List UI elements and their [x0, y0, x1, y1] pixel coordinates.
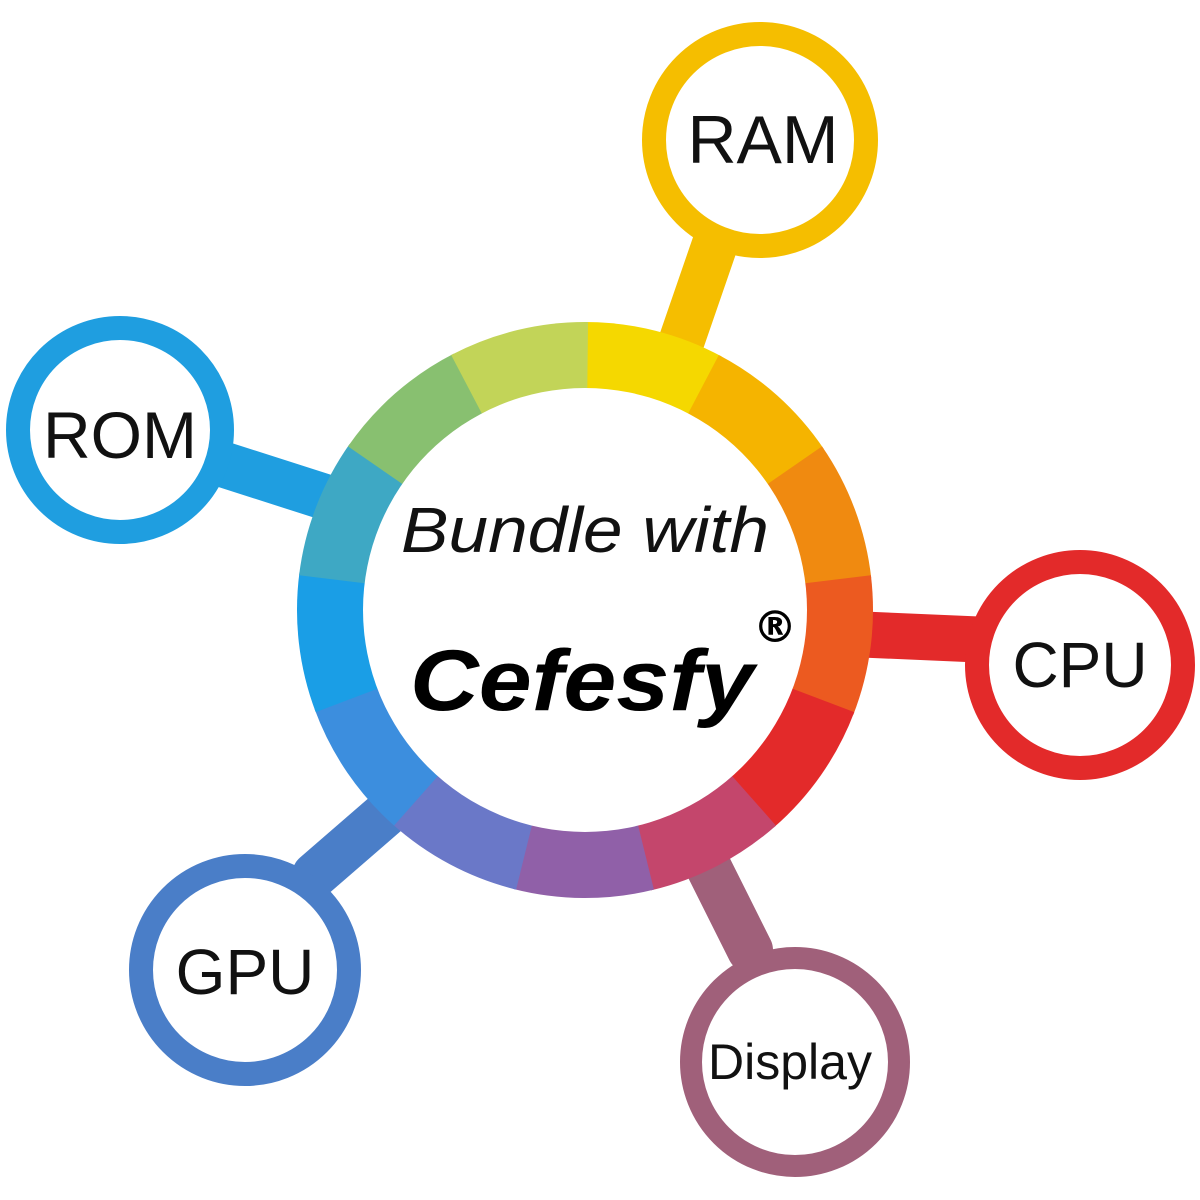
connector-display: [682, 837, 773, 973]
node-cpu-label: CPU: [1012, 629, 1147, 701]
connector-gpu: [292, 787, 413, 898]
node-display-label: Display: [708, 1034, 872, 1090]
node-cpu-circle: [965, 550, 1195, 780]
node-cpu: CPU: [965, 550, 1195, 780]
node-ram-circle: [642, 22, 878, 258]
ring-inner-disc: [363, 388, 807, 832]
node-gpu-label: GPU: [176, 936, 315, 1008]
node-gpu-circle: [129, 854, 361, 1086]
node-ram-label: RAM: [687, 102, 838, 178]
node-rom: ROM: [6, 316, 234, 544]
registered-mark: ®: [753, 602, 797, 653]
node-display-circle: [680, 947, 910, 1177]
center-tagline: Bundle with: [401, 494, 769, 566]
node-rom-circle: [6, 316, 234, 544]
node-rom-label: ROM: [43, 398, 197, 472]
node-gpu: GPU: [129, 854, 361, 1086]
center-brand: Cefesfy: [410, 633, 759, 729]
node-display: Display: [680, 947, 910, 1177]
node-ram: RAM: [642, 22, 878, 258]
